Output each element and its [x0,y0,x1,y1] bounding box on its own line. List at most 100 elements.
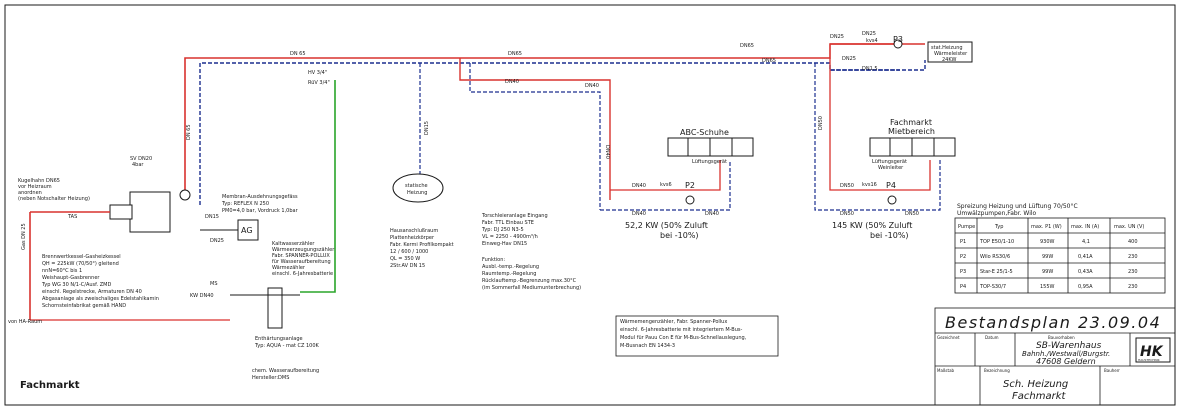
supply-static-branch [459,58,611,200]
label-brenn-1: Brennwertkessel-Gasheizkessel [42,254,121,260]
pump-row-1-0: P2 [960,254,966,260]
label-hausan-1: Hausanschlußraum [390,228,438,234]
return-abc-branch [600,160,731,211]
label-dn40-b: DN40 [585,83,599,89]
boiler-labels: SV DN20 4bar DN15 DN25 AG Membran-Ausdeh… [8,156,299,325]
label-membran-1: Membran-Ausdehnungsgefäss [222,194,298,200]
pump-row-2-4: 230 [1128,269,1138,275]
title-bauvorhaben: Bauvorhaben [1048,335,1075,340]
label-hv: HV 3/4" [308,70,327,76]
label-funk-1: Funktion: [482,257,505,263]
label-dn65-mid: DN65 [508,51,522,57]
label-kw52: 52,2 KW (50% Zuluft [625,221,708,230]
title-description-2: Fachmarkt [1012,391,1066,402]
label-ent-1: Enthärtungsanlage [255,336,303,342]
logo-subtitle: HAUSTECHNIK [1138,358,1161,362]
label-funk-2: Ausbl.-temp.-Regelung [482,264,539,270]
pump-row-2-3: 0,43A [1078,269,1093,275]
label-sv-bar: 4bar [132,162,144,168]
title-block-grid [934,307,1176,406]
title-bauherr: Bauherr [1104,368,1120,373]
label-dn15-a: DN15 [424,121,430,135]
label-dn40-a: DN40 [505,79,519,85]
label-hausan-4: 12 / 600 / 1000 [390,249,428,255]
label-p4: P4 [886,181,896,190]
label-dn50-c: DN50 [840,211,854,217]
label-lueftung-2b: Weinleiter [878,165,904,171]
title-datum: Datum [985,335,999,340]
label-dn65-vertical: DN 65 [186,124,192,140]
sheet-border [4,4,1176,406]
title-massstab: Maßstab [937,368,955,373]
label-kugelhahn-4: (neben Notschalter Heizung) [18,196,90,202]
return-right-branch [830,60,926,71]
label-tor-3: Typ: DJ 250 N3-5 [481,227,524,233]
label-wz-1: Wärmemengenzähler, Fabr. Spanner-Pollux [620,319,727,325]
label-dn40-c: DN40 [604,145,610,159]
label-hausan-2: Plattenheizkörper [390,235,435,241]
label-dn40-d: DN40 [632,183,646,189]
label-ag: AG [241,226,253,235]
label-dn15-left: DN15 [205,214,219,220]
label-lueftung-2: Lüftungsgerät [872,159,907,165]
title-block-headers: Gezeichnet Datum Bauvorhaben Maßstab Bez… [937,335,1120,373]
label-tor-2: Fabr. TTL Einbau STE [482,220,534,226]
label-brenn-8: Schornsteinfabrikat gemäß HAND [42,303,126,309]
title-description-1: Sch. Heizung [1003,379,1068,390]
label-tor-4: VL = 2250 - 4900m³/h [482,234,538,240]
label-kalt-3: Fabr. SPANNER-POLLUX [272,253,330,259]
pump-p3-symbol [893,39,903,49]
label-dn40-e: DN40 [632,211,646,217]
title-project-2: Bahnh./Westwall/Burgstr. [1022,350,1110,358]
pump-row-0-0: P1 [960,239,966,245]
label-ms: MS [210,281,218,287]
label-kw52b: bei -10%) [660,231,699,240]
label-stat-heizung-3: 24KW [942,57,956,63]
equipment-notes: Hausanschlußraum Plattenheizkörper Fabr.… [190,203,1078,381]
label-abc-schuhe: ABC-Schuhe [680,128,729,137]
pump-table-grid [954,217,1166,294]
label-funk-3: Raumtemp.-Regelung [482,271,536,277]
supply-mb-branch [829,58,931,191]
label-von-ha: von HA-Raum [8,319,42,325]
pump-row-1-3: 0,41A [1078,254,1093,260]
label-brenn-3: nnN=60°C bis 1 [42,268,82,274]
pump-row-0-2: 930W [1040,239,1055,245]
static-heating-box [392,173,444,203]
label-kugelhahn-3: anordnen [18,190,42,196]
return-mb-branch [814,63,941,211]
label-kalt-5: Wärmezähler [272,265,306,271]
pump-header-1: Typ [994,224,1003,230]
label-funk-4: Rücklauftemp.-Begrenzung max.30°C [482,278,577,284]
pump-row-3-0: P4 [960,284,966,290]
label-dn25-mid: DN25 [842,56,856,62]
label-dn40-f: DN40 [705,211,719,217]
pipe-labels: DN 65 DN65 DN65 DN65 DN 65 DN25 DN25 kvs… [186,31,968,217]
pump-p2-symbol [685,195,695,205]
label-dn65-supply-right: DN65 [740,43,754,49]
mb-ventilation-unit [869,137,956,157]
return-static-branch [469,63,601,210]
label-ent-2: Typ: AQUA - mat CZ 100K [254,343,320,349]
label-kalt-1: Kaltwasserzähler [272,241,315,247]
pump-row-3-4: 230 [1128,284,1138,290]
label-tor-1: Torschleieranlage Eingang [481,213,548,219]
label-dn1-5: DN1,5 [862,66,878,72]
pump-row-2-0: P3 [960,269,966,275]
pump-table-text: Pumpe Typ max. P1 (W) max. IN (A) max. U… [958,224,1144,290]
label-kw-dn: KW DN40 [190,293,214,299]
label-hausan-5: QL = 350 W [390,256,420,262]
return-main-pipe [199,62,900,205]
title-block-project: SB-Warenhaus Bahnh./Westwall/Burgstr. 47… [1022,341,1110,366]
label-kugelhahn-1: Kugelhahn DN65 [18,178,60,184]
softener-tank [267,287,283,329]
label-brenn-5: Typ WG 30 N/1-C/Ausf. ZMD [41,282,111,288]
label-stat-heizung-1: stat.Heizung [931,45,963,51]
label-kvs4: kvs4 [866,38,878,44]
label-dn50-d: DN50 [905,211,919,217]
pump-row-1-1: Wilo RS30/6 [980,254,1010,260]
burner-body [109,204,133,220]
pump-row-3-1: TOP-S30/7 [979,284,1006,290]
label-kugelhahn-2: vor Heizraum [18,184,52,190]
label-static-heating-1: statische [405,183,428,189]
